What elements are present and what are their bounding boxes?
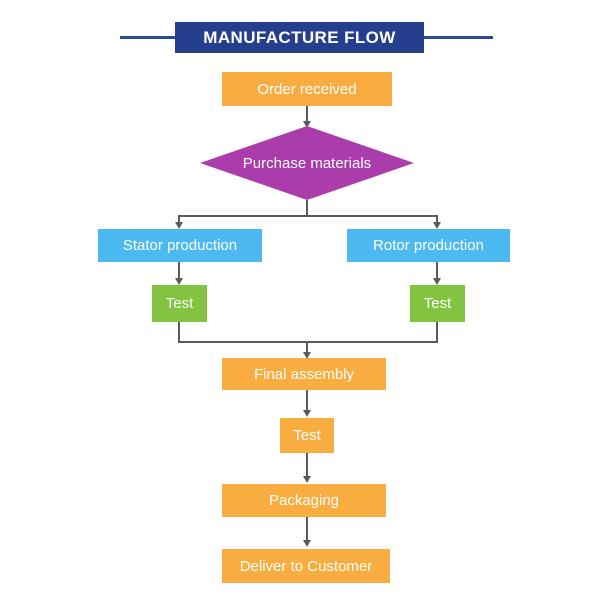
node-order-received-label: Order received bbox=[257, 80, 357, 98]
node-rotor-production[interactable]: Rotor production bbox=[347, 229, 510, 262]
node-rotor-production-label: Rotor production bbox=[373, 237, 484, 254]
arrowhead-packaging-to-deliver bbox=[302, 540, 311, 547]
node-test-rotor[interactable]: Test bbox=[410, 285, 465, 322]
connector-stator-to-test bbox=[178, 262, 180, 278]
connector-final-to-test bbox=[306, 390, 308, 411]
connector-purchase-down bbox=[306, 200, 308, 216]
connector-rotor-to-test bbox=[436, 262, 438, 278]
connector-test-to-packaging bbox=[306, 453, 308, 477]
chart-title: MANUFACTURE FLOW bbox=[203, 27, 396, 47]
arrowhead-merge-to-final bbox=[302, 352, 311, 359]
node-test-final[interactable]: Test bbox=[280, 418, 334, 453]
connector-merge-to-final bbox=[306, 341, 308, 354]
node-final-assembly[interactable]: Final assembly bbox=[222, 358, 386, 390]
node-stator-production[interactable]: Stator production bbox=[98, 229, 262, 262]
connector-test-rotor-down bbox=[436, 322, 438, 342]
node-packaging[interactable]: Packaging bbox=[222, 484, 386, 517]
node-packaging-label: Packaging bbox=[268, 492, 340, 509]
diamond-shape bbox=[200, 126, 414, 200]
connector-split-bar bbox=[178, 215, 437, 217]
connector-order-to-purchase bbox=[306, 106, 308, 125]
node-final-assembly-label: Final assembly bbox=[253, 365, 355, 383]
connector-packaging-to-deliver bbox=[306, 517, 308, 541]
node-stator-production-label: Stator production bbox=[122, 237, 238, 254]
arrowhead-final-to-test bbox=[302, 410, 311, 417]
connector-branch-rotor bbox=[436, 215, 438, 226]
node-test-stator-label: Test bbox=[165, 295, 194, 312]
node-purchase-materials[interactable]: Purchase materials bbox=[200, 126, 414, 200]
arrowhead-order-to-purchase bbox=[302, 121, 311, 128]
arrowhead-branch-rotor bbox=[432, 222, 441, 229]
chart-title-banner: MANUFACTURE FLOW bbox=[175, 22, 424, 53]
node-test-final-label: Test bbox=[293, 427, 321, 444]
banner-rule-left bbox=[120, 36, 178, 39]
arrowhead-rotor-to-test bbox=[432, 278, 441, 285]
node-deliver-to-customer[interactable]: Deliver to Customer bbox=[222, 549, 390, 583]
node-order-received[interactable]: Order received bbox=[222, 72, 392, 106]
banner-rule-right bbox=[421, 36, 493, 39]
connector-branch-stator bbox=[178, 215, 180, 226]
arrowhead-branch-stator bbox=[174, 222, 183, 229]
arrowhead-stator-to-test bbox=[174, 278, 183, 285]
connector-test-stator-down bbox=[178, 322, 180, 342]
connector-merge-bar bbox=[178, 341, 438, 343]
node-deliver-to-customer-label: Deliver to Customer bbox=[239, 557, 373, 575]
arrowhead-test-to-packaging bbox=[302, 476, 311, 483]
node-test-stator[interactable]: Test bbox=[152, 285, 207, 322]
node-test-rotor-label: Test bbox=[423, 295, 452, 312]
